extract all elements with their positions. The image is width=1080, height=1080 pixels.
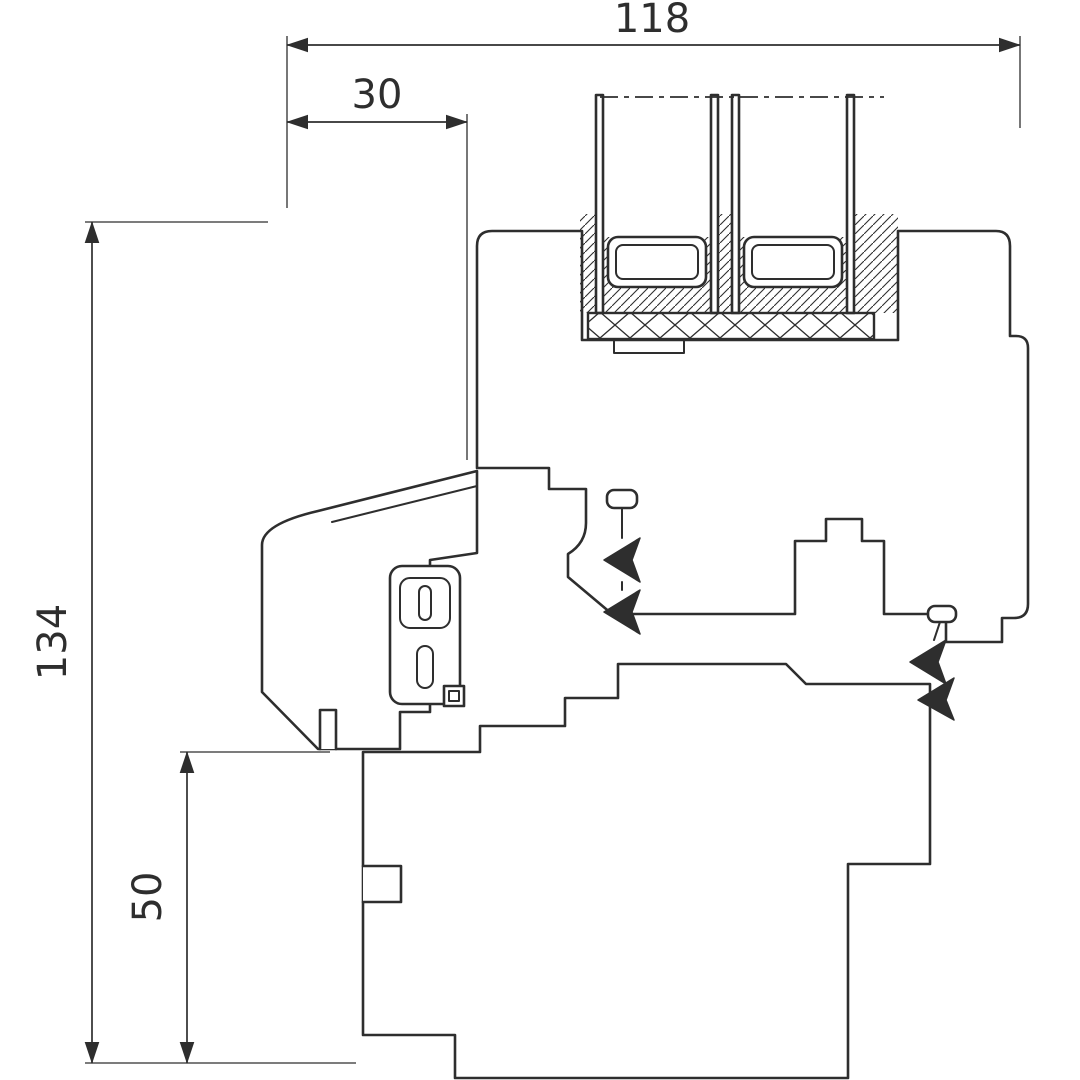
- sash-profile: [475, 229, 1030, 644]
- glass-pane-4: [845, 93, 856, 315]
- frame-left-notch: [361, 864, 403, 904]
- cavity-right: [739, 95, 847, 237]
- setting-block-tab: [613, 338, 685, 354]
- gasket-left-chevron-2: [603, 589, 641, 635]
- left-jamb-inner-line: [331, 485, 478, 523]
- gasket-left-bulb: [605, 488, 639, 510]
- keep-corner-block: [442, 684, 466, 708]
- hardware-keep: [388, 564, 466, 708]
- gasket-right-stem: [933, 621, 941, 641]
- dimension-total-height-label: 134: [30, 604, 76, 680]
- cavity-left: [603, 95, 711, 237]
- left-jamb-notch: [318, 708, 338, 751]
- spacer-bar-right: [742, 235, 844, 289]
- dimension-lower-height-label: 50: [125, 872, 171, 923]
- dimension-total-width: 118: [286, 0, 1021, 208]
- gasket-seal-left: [603, 488, 641, 635]
- keep-corner-block-inner: [448, 690, 460, 702]
- frame-outline: [361, 662, 932, 1080]
- keep-body: [388, 564, 462, 706]
- keep-upper-opening: [399, 577, 451, 629]
- dimension-glass-offset-label: 30: [352, 72, 403, 118]
- setting-block: [586, 311, 876, 341]
- gasket-right-chevron-2: [917, 677, 955, 721]
- dimension-total-width-label: 118: [614, 0, 690, 42]
- keep-lower-slot: [416, 645, 434, 689]
- sash-outline: [475, 229, 1030, 644]
- gasket-left-chevron-1: [603, 537, 641, 583]
- gasket-right-chevron-1: [909, 639, 947, 685]
- dimension-lower-height: 50: [125, 751, 330, 1064]
- frame-profile: [361, 662, 932, 1080]
- gasket-right-bulb: [926, 604, 958, 624]
- gasket-seal-right: [909, 604, 958, 721]
- dimension-total-height: 134: [30, 221, 356, 1064]
- glass-pane-3: [730, 93, 741, 315]
- spacer-bar-left: [606, 235, 708, 289]
- glass-pane-1: [594, 93, 605, 315]
- dimension-glass-offset: 30: [286, 72, 468, 460]
- glazing-unit: [580, 93, 898, 354]
- keep-roller: [418, 585, 432, 621]
- glass-pane-2: [709, 93, 720, 315]
